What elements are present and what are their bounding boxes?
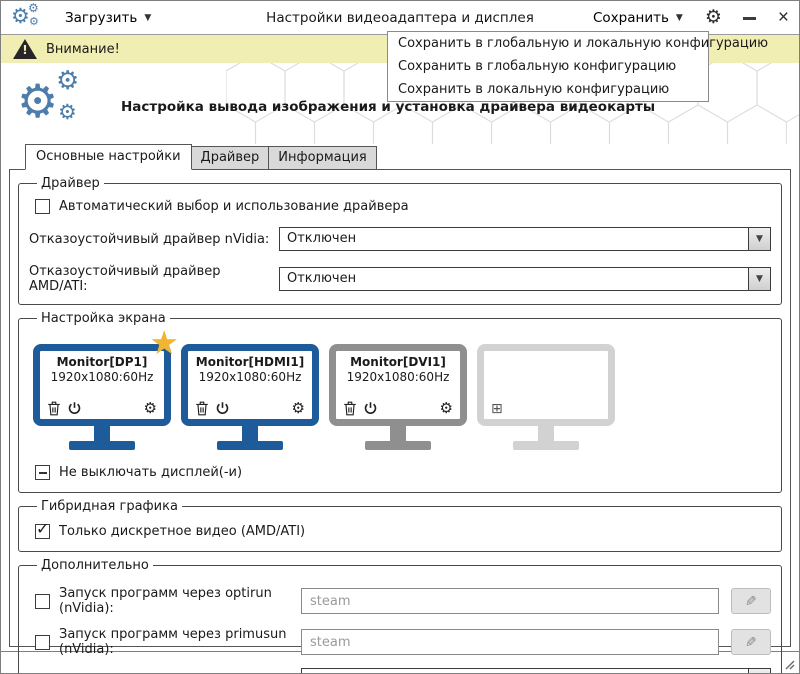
- monitor-card-hdmi1[interactable]: Monitor[HDMI1] 1920x1080:60Hz ⚙: [181, 344, 319, 450]
- screen-group: Настройка экрана ★ Monitor[DP1] 1920x108…: [18, 311, 782, 493]
- tab-information[interactable]: Информация: [268, 146, 377, 170]
- dropdown-button[interactable]: ▼: [748, 228, 770, 250]
- failsafe-amd-label: Отказоустойчивый драйвер AMD/ATI:: [29, 264, 221, 294]
- save-menu: Сохранить в глобальную и локальную конфи…: [387, 31, 769, 102]
- chevron-down-icon: ▼: [756, 274, 763, 284]
- warning-icon: !: [13, 39, 37, 59]
- tab-bar: Основные настройки Драйвер Информация: [1, 144, 799, 170]
- resize-grip[interactable]: [783, 658, 795, 670]
- auto-driver-label: Автоматический выбор и использование дра…: [59, 199, 409, 214]
- titlebar-actions: Сохранить ▼ ⚙ ×: [591, 6, 789, 30]
- gear-icon[interactable]: ⚙: [439, 399, 453, 417]
- add-monitor-icon[interactable]: ⊞: [491, 401, 503, 417]
- monitor-list: ★ Monitor[DP1] 1920x1080:60Hz ⚙: [33, 326, 771, 450]
- primusun-checkbox[interactable]: [35, 634, 50, 650]
- extra-group-legend: Дополнительно: [41, 558, 149, 573]
- titlebar: ⚙ ⚙ ⚙ Загрузить ▼ Настройки видеоадаптер…: [1, 1, 799, 35]
- keep-display-on-label: Не выключать дисплей(-и): [59, 465, 243, 480]
- gear-icon: ⚙: [11, 3, 30, 28]
- gears-illustration: ⚙ ⚙ ⚙: [17, 66, 89, 135]
- optirun-edit-button[interactable]: ✎: [731, 588, 771, 614]
- optirun-checkbox[interactable]: [35, 593, 50, 609]
- hybrid-group-legend: Гибридная графика: [41, 499, 178, 514]
- primary-star-icon: ★: [149, 323, 179, 362]
- check-icon: ✓: [36, 519, 50, 538]
- gear-icon: ⚙: [56, 66, 80, 96]
- minimize-button[interactable]: [742, 9, 758, 27]
- chevron-down-icon: ▼: [756, 234, 763, 244]
- tearing-fix-select[interactable]: 1 вариант. Может снизить производительно…: [301, 668, 771, 673]
- load-button[interactable]: Загрузить ▼: [63, 6, 153, 30]
- tearing-fix-value: 1 вариант. Может снизить производительно…: [302, 669, 748, 673]
- failsafe-nvidia-value: Отключен: [287, 231, 357, 246]
- menu-item-save-global[interactable]: Сохранить в глобальную конфигурацию: [398, 59, 677, 74]
- power-icon[interactable]: [363, 401, 378, 416]
- dropdown-button[interactable]: ▼: [748, 669, 770, 673]
- power-icon[interactable]: [67, 401, 82, 416]
- monitor-card-dvi1[interactable]: Monitor[DVI1] 1920x1080:60Hz ⚙: [329, 344, 467, 450]
- chevron-down-icon: ▼: [144, 12, 152, 23]
- settings-button[interactable]: ⚙: [705, 8, 722, 27]
- gear-icon[interactable]: ⚙: [143, 399, 157, 417]
- tab-driver[interactable]: Драйвер: [190, 146, 270, 170]
- keep-display-on-checkbox[interactable]: [35, 465, 50, 480]
- warning-text: Внимание!: [46, 41, 120, 57]
- monitor-name: Monitor[DVI1]: [350, 355, 446, 369]
- gear-icon: ⚙: [29, 14, 39, 28]
- tab-page: Драйвер Автоматический выбор и использов…: [9, 169, 791, 673]
- monitor-resolution: 1920x1080:60Hz: [346, 370, 450, 384]
- monitor-card-empty[interactable]: ⊞: [477, 344, 615, 450]
- failsafe-nvidia-label: Отказоустойчивый драйвер nVidia:: [29, 231, 270, 247]
- primusun-label: Запуск программ через primusun (nVidia):: [59, 627, 287, 657]
- tearing-fix-label: Исправить разрыв кадров (nVidia):: [35, 673, 273, 674]
- monitor-name: Monitor[DP1]: [56, 355, 148, 369]
- failsafe-amd-value: Отключен: [287, 271, 357, 286]
- chevron-down-icon: ▼: [675, 12, 683, 23]
- dropdown-button[interactable]: ▼: [748, 268, 770, 290]
- extra-group: Дополнительно Запуск программ через opti…: [18, 558, 782, 674]
- gear-icon[interactable]: ⚙: [291, 399, 305, 417]
- save-button-label: Сохранить: [592, 9, 669, 26]
- power-icon[interactable]: [215, 401, 230, 416]
- app-icon: ⚙ ⚙ ⚙: [11, 0, 45, 31]
- close-button[interactable]: ×: [778, 8, 789, 27]
- gear-icon: ⚙: [58, 100, 77, 124]
- failsafe-amd-select[interactable]: Отключен ▼: [279, 267, 771, 291]
- page-subtitle: Настройка вывода изображения и установка…: [121, 99, 656, 115]
- load-button-label: Загрузить: [65, 9, 138, 26]
- trash-icon[interactable]: [47, 401, 61, 416]
- discrete-only-checkbox[interactable]: ✓: [35, 519, 50, 539]
- primusun-input[interactable]: [301, 629, 719, 655]
- optirun-input[interactable]: [301, 588, 719, 614]
- close-icon: ×: [777, 7, 789, 28]
- save-button[interactable]: Сохранить ▼: [591, 6, 685, 30]
- screen-group-legend: Настройка экрана: [41, 311, 166, 326]
- window-title: Настройки видеоадаптера и дисплея: [266, 9, 534, 26]
- hybrid-group: Гибридная графика ✓ Только дискретное ви…: [18, 499, 782, 552]
- menu-item-save-local[interactable]: Сохранить в локальную конфигурацию: [398, 82, 670, 97]
- driver-group-legend: Драйвер: [41, 176, 100, 191]
- gear-icon: ⚙: [17, 74, 59, 128]
- trash-icon[interactable]: [343, 401, 357, 416]
- monitor-resolution: 1920x1080:60Hz: [198, 370, 302, 384]
- menu-item-save-global-and-local[interactable]: Сохранить в глобальную и локальную конфи…: [398, 36, 769, 51]
- trash-icon[interactable]: [195, 401, 209, 416]
- pencil-icon: ✎: [745, 592, 757, 609]
- auto-driver-checkbox[interactable]: [35, 199, 50, 214]
- failsafe-nvidia-select[interactable]: Отключен ▼: [279, 227, 771, 251]
- gear-icon: ⚙: [28, 0, 39, 15]
- minimize-icon: [742, 16, 756, 20]
- pencil-icon: ✎: [745, 633, 757, 650]
- driver-group: Драйвер Автоматический выбор и использов…: [18, 176, 782, 305]
- monitor-name: Monitor[HDMI1]: [195, 355, 305, 369]
- tab-main-settings[interactable]: Основные настройки: [25, 144, 192, 170]
- optirun-label: Запуск программ через optirun (nVidia):: [59, 586, 272, 616]
- gear-icon: ⚙: [704, 7, 722, 28]
- monitor-resolution: 1920x1080:60Hz: [50, 370, 154, 384]
- primusun-edit-button[interactable]: ✎: [731, 629, 771, 655]
- monitor-card-dp1[interactable]: ★ Monitor[DP1] 1920x1080:60Hz ⚙: [33, 326, 179, 450]
- discrete-only-label: Только дискретное видео (AMD/ATI): [59, 524, 306, 539]
